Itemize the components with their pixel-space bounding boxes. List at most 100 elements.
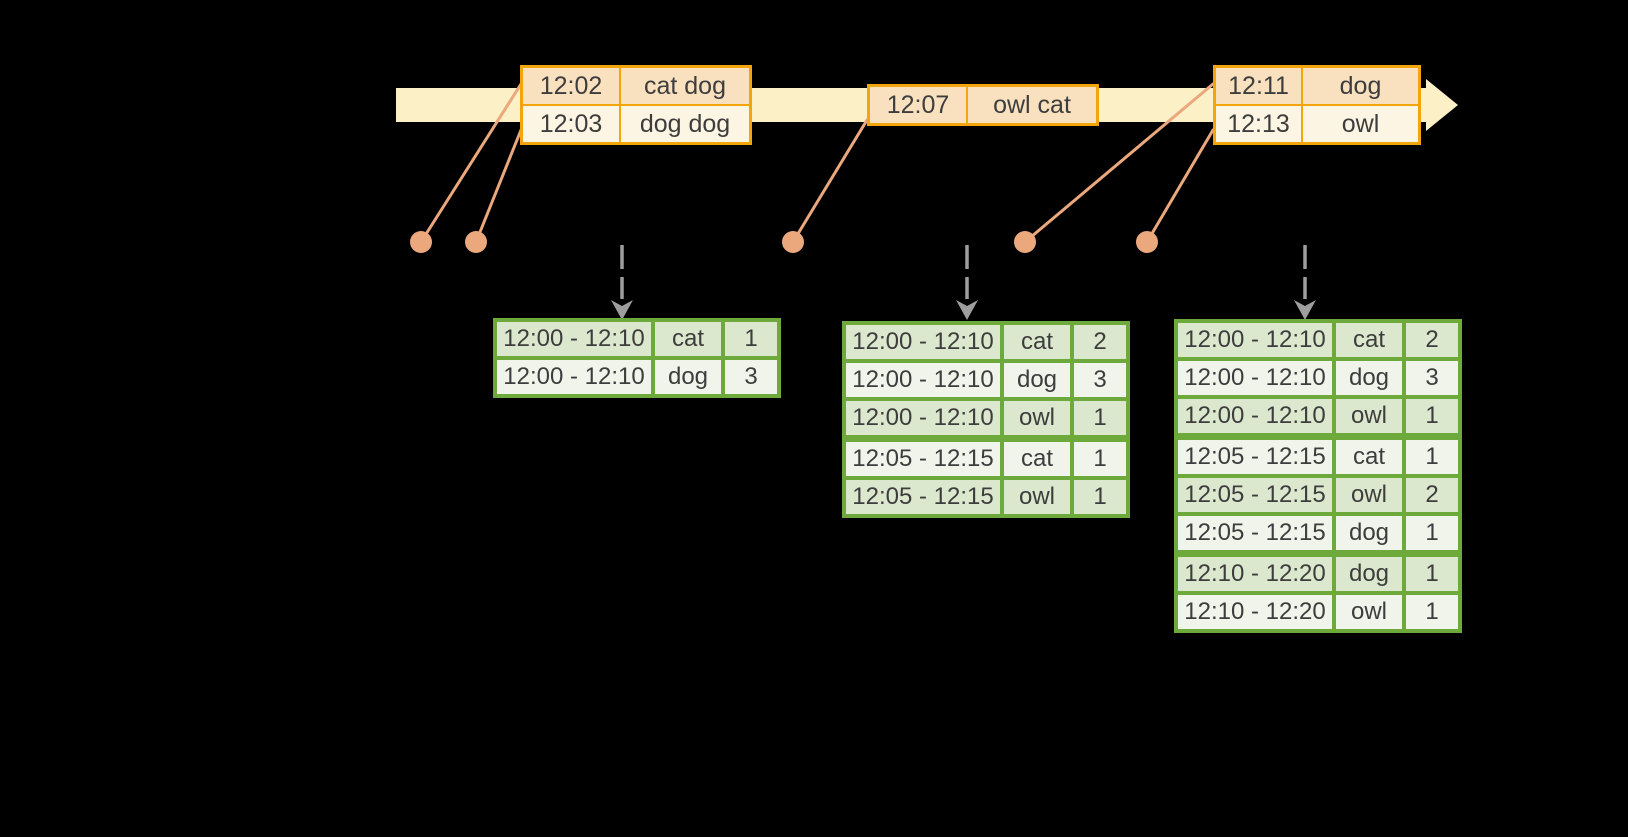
words-cell: dog dog [619, 104, 752, 145]
event-time-dot [465, 231, 487, 253]
trigger-arrowhead-icon [956, 300, 978, 320]
event-connector-line [1145, 128, 1215, 244]
event-time-dot [1014, 231, 1036, 253]
window-cell: 12:05 - 12:15 [1174, 474, 1336, 516]
time-cell: 12:02 [520, 65, 621, 106]
count-cell: 1 [1402, 512, 1462, 556]
count-cell: 2 [1070, 321, 1130, 363]
trigger-arrowhead-icon [611, 300, 633, 320]
count-cell: 1 [1070, 476, 1130, 518]
word-cell: dog [1332, 512, 1406, 556]
window-cell: 12:00 - 12:10 [842, 321, 1004, 363]
word-cell: dog [1332, 357, 1406, 399]
word-cell: owl [1332, 591, 1406, 633]
event-connector-line [1023, 82, 1215, 244]
words-cell: owl cat [966, 84, 1099, 126]
word-cell: cat [651, 318, 725, 360]
word-cell: owl [1332, 474, 1406, 516]
window-cell: 12:00 - 12:10 [1174, 357, 1336, 399]
window-cell: 12:05 - 12:15 [842, 435, 1004, 480]
window-cell: 12:00 - 12:10 [493, 318, 655, 360]
word-cell: cat [1000, 435, 1074, 480]
words-cell: owl [1301, 104, 1421, 145]
words-cell: dog [1301, 65, 1421, 106]
event-time-dot [1136, 231, 1158, 253]
window-cell: 12:10 - 12:20 [1174, 550, 1336, 595]
count-cell: 2 [1402, 319, 1462, 361]
event-connector-line [474, 128, 523, 244]
words-cell: cat dog [619, 65, 752, 106]
count-cell: 1 [1070, 397, 1130, 441]
count-cell: 1 [1402, 550, 1462, 595]
time-cell: 12:03 [520, 104, 621, 145]
word-cell: dog [1332, 550, 1406, 595]
count-cell: 1 [1402, 395, 1462, 439]
count-cell: 2 [1402, 474, 1462, 516]
window-cell: 12:00 - 12:10 [493, 356, 655, 398]
count-cell: 3 [1402, 357, 1462, 399]
event-connector-line [791, 118, 869, 244]
word-cell: owl [1332, 395, 1406, 439]
word-cell: dog [1000, 359, 1074, 401]
word-cell: dog [651, 356, 725, 398]
window-cell: 12:05 - 12:15 [842, 476, 1004, 518]
window-cell: 12:00 - 12:10 [1174, 319, 1336, 361]
window-cell: 12:00 - 12:10 [842, 397, 1004, 441]
count-cell: 1 [1402, 433, 1462, 478]
time-cell: 12:13 [1213, 104, 1303, 145]
count-cell: 3 [721, 356, 781, 398]
count-cell: 3 [1070, 359, 1130, 401]
event-time-dot [782, 231, 804, 253]
time-cell: 12:11 [1213, 65, 1303, 106]
word-cell: owl [1000, 397, 1074, 441]
count-cell: 1 [1402, 591, 1462, 633]
timeline-arrowhead-icon [1426, 79, 1458, 131]
event-connector-line [419, 82, 523, 244]
count-cell: 1 [721, 318, 781, 360]
count-cell: 1 [1070, 435, 1130, 480]
window-cell: 12:00 - 12:10 [842, 359, 1004, 401]
word-cell: cat [1332, 319, 1406, 361]
window-cell: 12:10 - 12:20 [1174, 591, 1336, 633]
word-cell: cat [1332, 433, 1406, 478]
word-cell: owl [1000, 476, 1074, 518]
time-cell: 12:07 [867, 84, 968, 126]
window-cell: 12:05 - 12:15 [1174, 512, 1336, 556]
event-time-dot [410, 231, 432, 253]
window-cell: 12:05 - 12:15 [1174, 433, 1336, 478]
trigger-arrowhead-icon [1294, 300, 1316, 320]
window-cell: 12:00 - 12:10 [1174, 395, 1336, 439]
